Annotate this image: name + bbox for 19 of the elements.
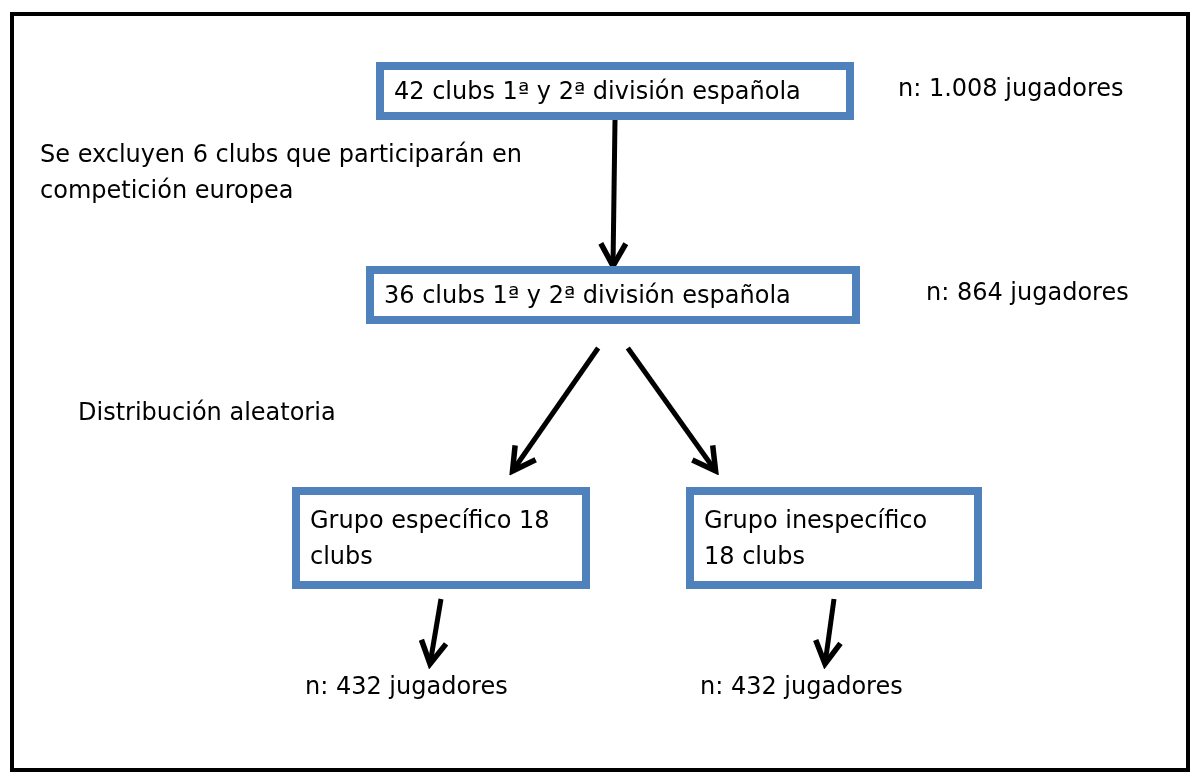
arrow xyxy=(812,598,844,667)
node-caption: n: 864 jugadores xyxy=(926,278,1129,306)
process-box xyxy=(366,266,860,324)
box-label: 42 clubs 1ª y 2ª división española xyxy=(394,76,801,107)
arrow xyxy=(598,119,629,269)
note-text: Se excluyen 6 clubs que participarán en competición europea xyxy=(40,139,523,206)
process-box xyxy=(376,62,854,120)
result-text: n: 432 jugadores xyxy=(305,672,555,708)
box-label: 36 clubs 1ª y 2ª división española xyxy=(384,280,791,311)
process-box xyxy=(686,487,982,589)
note-text: Distribución aleatoria xyxy=(78,397,337,428)
process-box xyxy=(292,487,590,589)
result-text: n: 432 jugadores xyxy=(700,672,950,708)
box-label: Grupo específico 18 clubs xyxy=(310,505,551,572)
box-label: Grupo inespecífico 18 clubs xyxy=(704,505,929,572)
arrow xyxy=(418,598,449,667)
node-caption: n: 1.008 jugadores xyxy=(898,74,1124,102)
arrow xyxy=(625,346,719,474)
arrow xyxy=(509,346,601,474)
